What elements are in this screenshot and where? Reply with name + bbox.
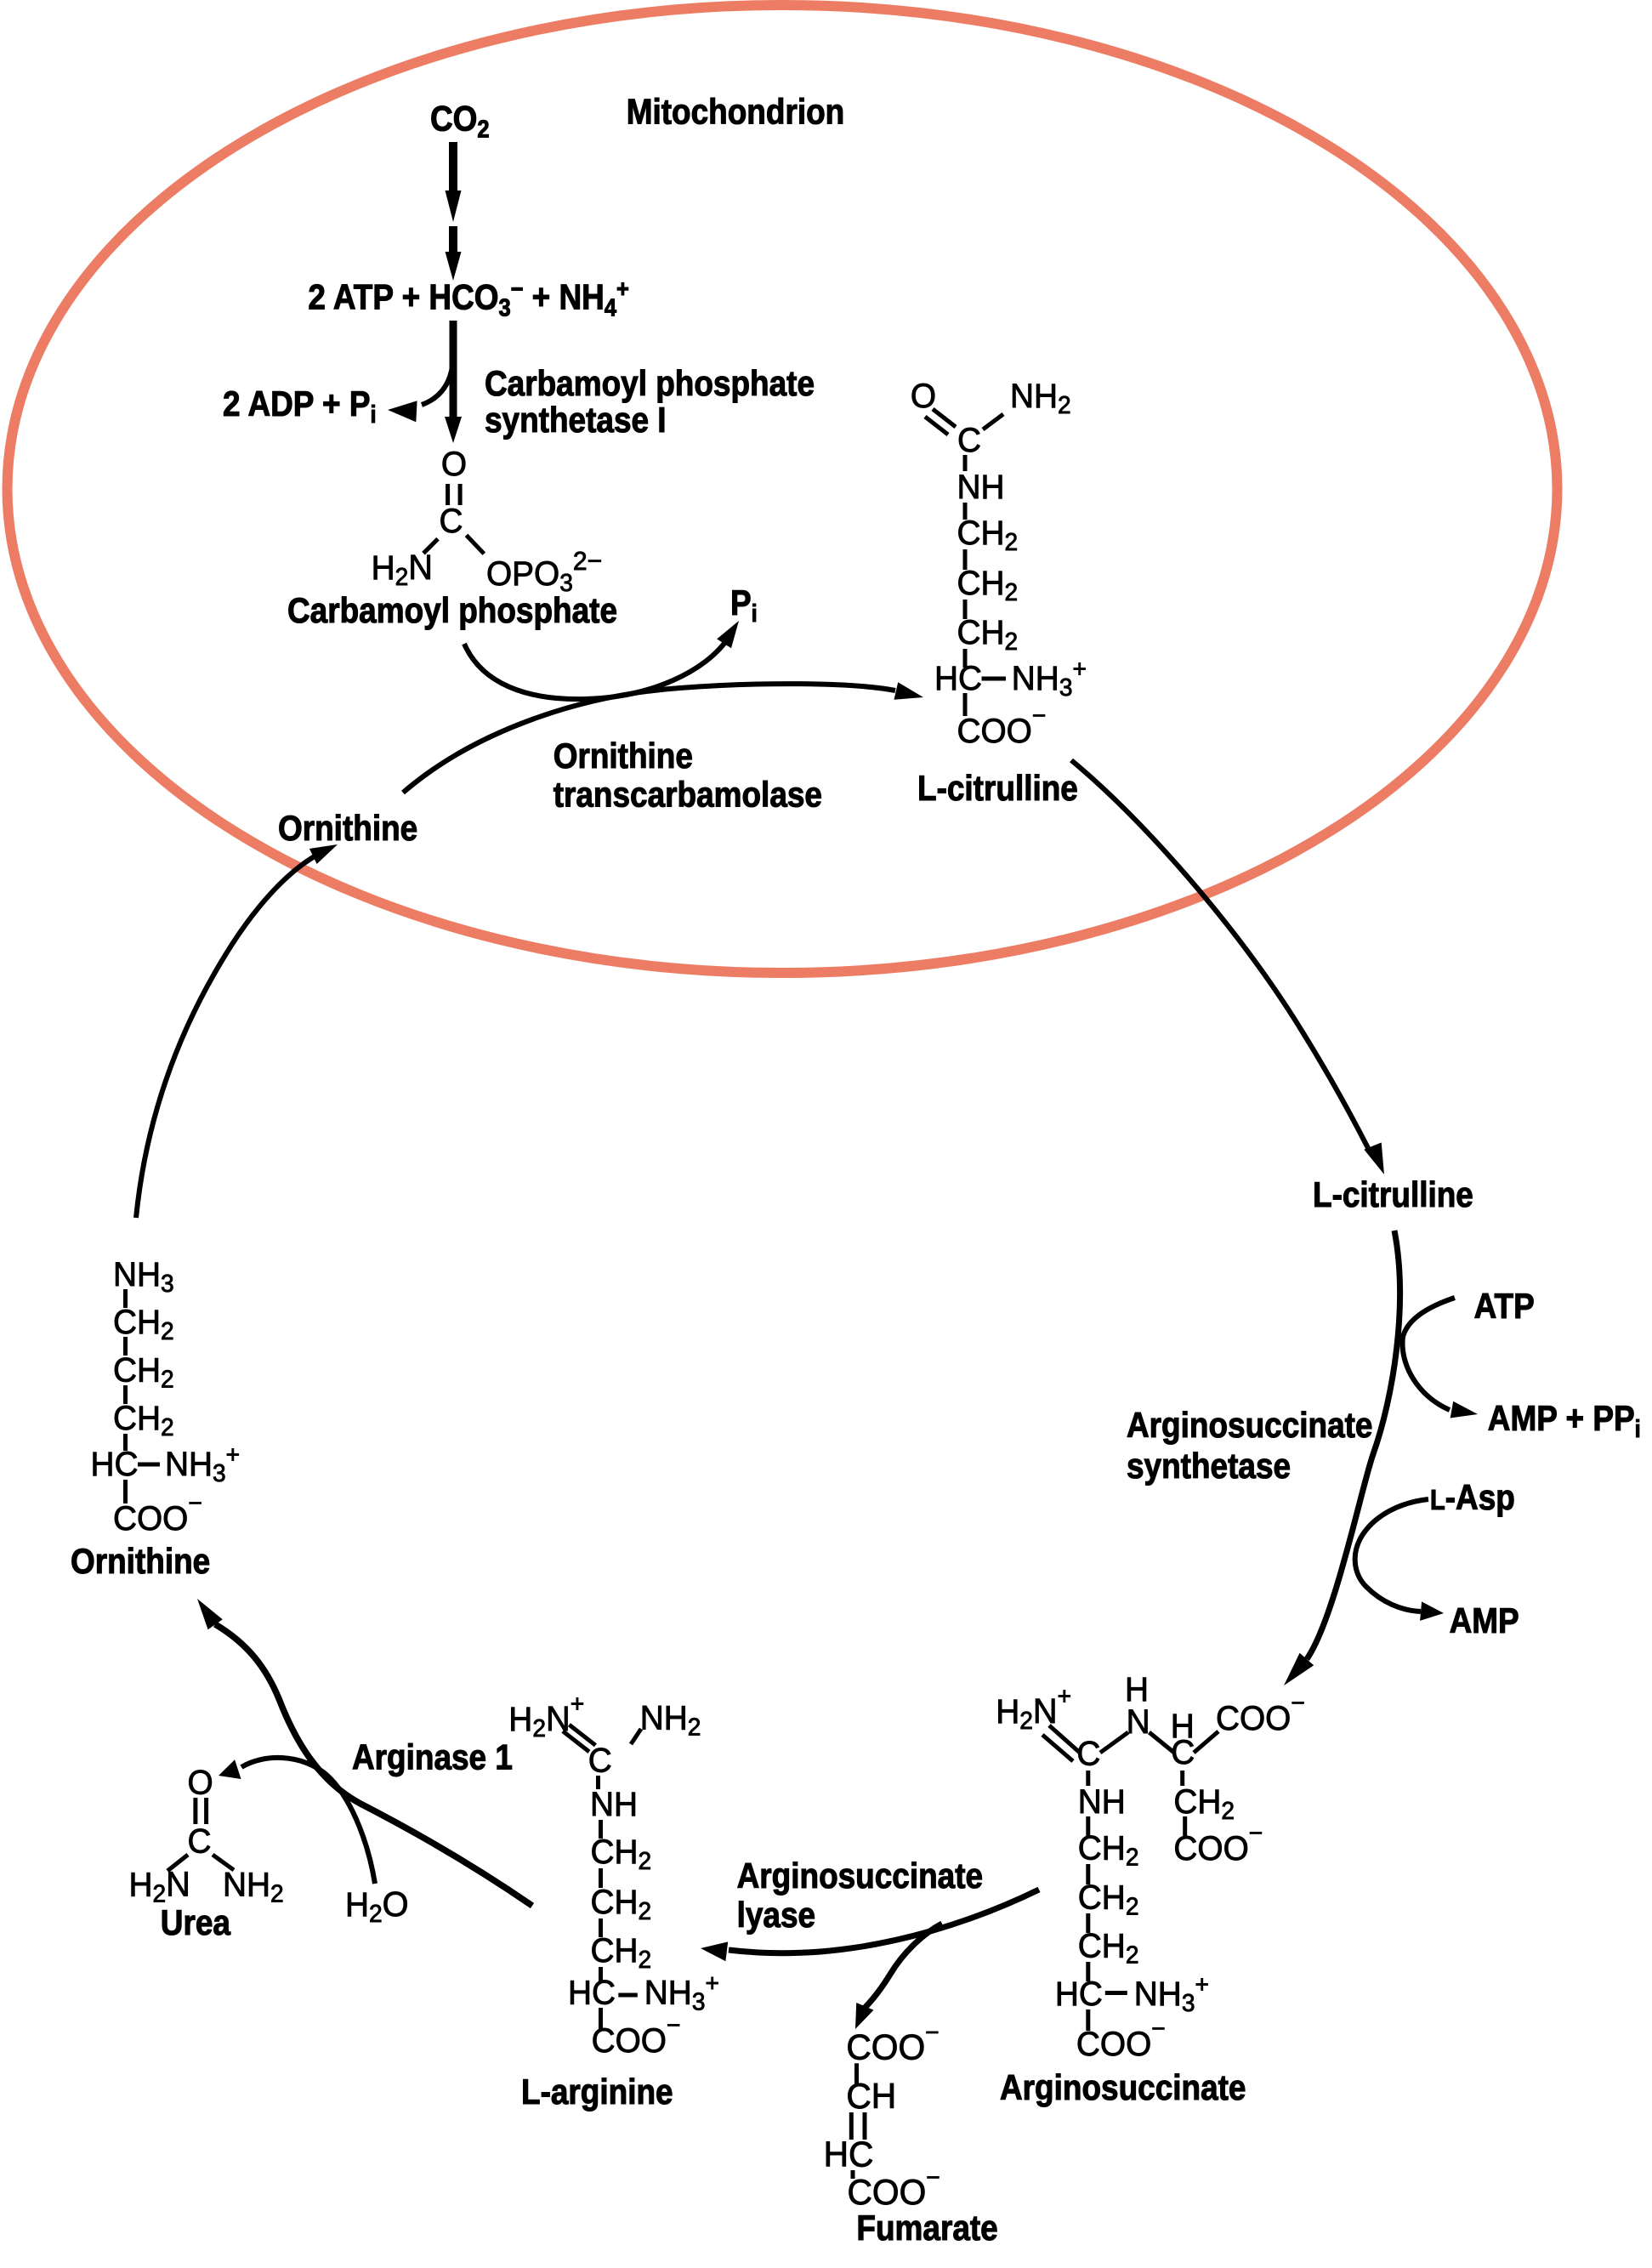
svg-text:O: O [441, 445, 467, 483]
svg-text:CO2: CO2 [430, 99, 490, 143]
svg-text:Arginosuccinate: Arginosuccinate [1000, 2068, 1246, 2108]
svg-text:COO−: COO− [848, 2164, 940, 2213]
svg-text:NH3+: NH3+ [644, 1970, 719, 2015]
svg-text:2 ATP + HCO3− + NH4+: 2 ATP + HCO3− + NH4+ [308, 275, 629, 321]
svg-text:transcarbamolase: transcarbamolase [554, 775, 822, 815]
svg-text:C: C [588, 1742, 612, 1780]
svg-text:C: C [1171, 1734, 1195, 1772]
svg-text:AMP: AMP [1450, 1601, 1519, 1641]
svg-text:Arginosuccinate: Arginosuccinate [737, 1856, 983, 1896]
svg-text:H: H [1125, 1670, 1149, 1708]
svg-text:C: C [1076, 1735, 1100, 1773]
svg-text:L-Asp: L-Asp [1430, 1478, 1515, 1518]
svg-text:H2N: H2N [372, 547, 433, 591]
svg-text:Carbamoyl phosphate: Carbamoyl phosphate [287, 591, 617, 631]
svg-text:HC: HC [91, 1445, 139, 1483]
svg-text:O: O [188, 1764, 213, 1802]
svg-text:NH: NH [590, 1785, 638, 1823]
svg-text:synthetase I: synthetase I [485, 401, 667, 441]
svg-text:Ornithine: Ornithine [71, 1542, 210, 1582]
svg-text:C: C [187, 1822, 211, 1861]
svg-text:CH: CH [846, 2076, 896, 2116]
svg-text:L-citrulline: L-citrulline [1313, 1175, 1473, 1215]
svg-text:HC: HC [934, 659, 982, 697]
svg-text:Mitochondrion: Mitochondrion [627, 92, 845, 132]
svg-text:NH3+: NH3+ [1012, 656, 1087, 702]
svg-text:2 ADP + Pi: 2 ADP + Pi [223, 384, 377, 429]
svg-text:HC: HC [1055, 1975, 1103, 2013]
svg-text:CH2: CH2 [591, 1883, 652, 1925]
svg-text:C: C [957, 421, 981, 459]
svg-text:C: C [439, 502, 463, 540]
svg-text:NH2: NH2 [640, 1699, 701, 1742]
svg-text:Carbamoyl phosphate: Carbamoyl phosphate [485, 364, 815, 404]
svg-text:O: O [911, 377, 936, 415]
svg-text:ATP: ATP [1474, 1287, 1535, 1327]
svg-text:HC: HC [568, 1974, 616, 2012]
svg-text:L-citrulline: L-citrulline [917, 769, 1078, 809]
svg-text:Fumarate: Fumarate [856, 2208, 997, 2248]
svg-text:AMP + PPi: AMP + PPi [1488, 1399, 1641, 1443]
svg-text:Arginase 1: Arginase 1 [352, 1737, 513, 1777]
svg-text:lyase: lyase [737, 1896, 815, 1935]
svg-text:Ornithine: Ornithine [554, 736, 693, 776]
svg-text:OPO32−: OPO32− [486, 547, 602, 598]
svg-text:COO−: COO− [846, 2019, 939, 2067]
svg-text:Ornithine: Ornithine [278, 809, 417, 849]
svg-text:NH: NH [957, 468, 1005, 506]
svg-text:N: N [1127, 1702, 1150, 1741]
svg-text:Urea: Urea [161, 1903, 231, 1943]
svg-text:CH2: CH2 [113, 1303, 174, 1345]
svg-text:NH: NH [1078, 1782, 1126, 1821]
svg-text:H: H [1171, 1707, 1195, 1745]
svg-text:HC: HC [824, 2134, 874, 2174]
svg-text:L-arginine: L-arginine [521, 2072, 673, 2112]
svg-text:H2N+: H2N+ [996, 1683, 1071, 1735]
svg-text:CH2: CH2 [113, 1399, 174, 1441]
svg-text:synthetase: synthetase [1127, 1447, 1291, 1486]
svg-text:Arginosuccinate: Arginosuccinate [1127, 1406, 1372, 1446]
